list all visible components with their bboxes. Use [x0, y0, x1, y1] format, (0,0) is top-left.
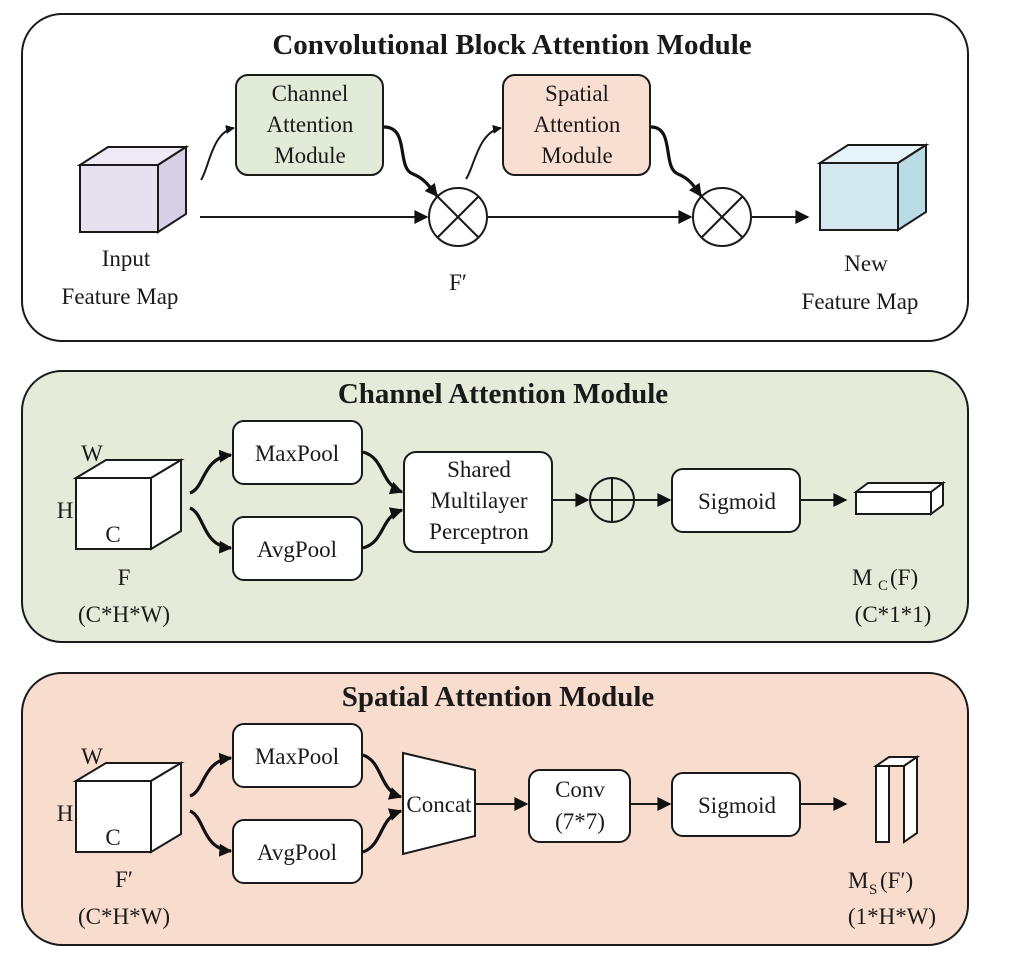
spatial-avgpool-box [232, 819, 363, 884]
shared-mlp-line1: Shared [447, 457, 511, 482]
channel-input-cube [72, 458, 185, 551]
arrow-fprime-to-spatial-attention [465, 124, 502, 180]
spatial-cube-w-label: W [81, 744, 103, 769]
input-feature-map-label-line2: Feature Map [62, 284, 179, 309]
cbam-panel: Convolutional Block Attention Module Inp… [21, 13, 969, 342]
spatial-sigmoid-box [671, 772, 801, 837]
channel-attention-box-line1: Channel [272, 81, 349, 106]
shared-mlp-line2: Multilayer [430, 488, 527, 513]
spatial-attention-panel: Spatial Attention Module W H C F′ (C*H*W… [21, 672, 969, 946]
channel-output-label-arg: (F) [890, 565, 918, 590]
arrow-channel-attention-to-multiply-1 [383, 125, 439, 198]
multiply-operator-1 [428, 187, 488, 247]
arrow-spatial-cube-to-avgpool [189, 809, 233, 857]
channel-avgpool-label: AvgPool [257, 537, 337, 562]
arrow-spatial-cube-to-maxpool [189, 752, 233, 798]
arrow-avgpool-to-mlp [362, 507, 404, 550]
channel-sigmoid-box [671, 468, 801, 533]
channel-maxpool-label: MaxPool [255, 441, 339, 466]
spatial-output-dims: (1*H*W) [848, 904, 936, 929]
spatial-input-cube [72, 761, 185, 854]
f-prime-label: F′ [449, 270, 467, 295]
conv-label-line1: Conv [555, 777, 605, 802]
shared-mlp-line3: Perceptron [429, 519, 529, 544]
spatial-output-label-sub: S [869, 882, 877, 898]
conv-7x7-box [528, 769, 631, 843]
channel-maxpool-box [232, 420, 363, 485]
new-feature-map-cube [816, 143, 930, 232]
channel-attention-map-shape [853, 481, 946, 516]
channel-attention-box-line3: Module [274, 143, 346, 168]
spatial-maxpool-box [232, 723, 363, 788]
arrow-input-to-channel-attention [200, 125, 235, 181]
channel-attention-panel: Channel Attention Module W H C F (C*H*W)… [21, 370, 969, 643]
channel-attention-module-box [235, 74, 384, 176]
spatial-cube-h-label: H [57, 801, 74, 826]
arrow-maxpool-to-concat [362, 753, 403, 800]
spatial-output-label: M S (F′) [848, 868, 913, 898]
channel-cube-w-label: W [81, 441, 103, 466]
multiply-operator-2 [692, 187, 752, 247]
spatial-cube-c-label: C [105, 825, 120, 850]
channel-panel-title: Channel Attention Module [338, 378, 668, 410]
arrow-maxpool-to-mlp [362, 450, 404, 495]
new-feature-map-label-line1: New [844, 251, 888, 276]
channel-output-label: M C (F) [852, 565, 918, 594]
shared-mlp-box [403, 451, 553, 553]
channel-input-dims: (C*H*W) [78, 602, 170, 627]
input-feature-map-cube [76, 145, 190, 234]
arrow-cube-to-avgpool [189, 506, 233, 554]
channel-output-label-main: M [852, 565, 872, 590]
input-feature-map-label-line1: Input [102, 246, 151, 271]
channel-avgpool-box [232, 516, 363, 581]
spatial-attention-map-shape [872, 755, 921, 844]
concat-block [402, 751, 476, 856]
channel-attention-box-line2: Attention [267, 112, 354, 137]
spatial-attention-module-box [502, 74, 651, 176]
new-feature-map-label-line2: Feature Map [802, 289, 919, 314]
arrow-spatial-attention-to-multiply-2 [650, 125, 703, 198]
channel-output-dims: (C*1*1) [855, 602, 932, 627]
spatial-sigmoid-label: Sigmoid [698, 793, 776, 818]
channel-output-label-sub: C [878, 578, 888, 594]
channel-cube-c-label: C [105, 522, 120, 547]
spatial-output-label-arg: (F′) [880, 868, 913, 893]
spatial-avgpool-label: AvgPool [257, 840, 337, 865]
cbam-title: Convolutional Block Attention Module [272, 29, 751, 61]
spatial-output-label-main: M [848, 868, 868, 893]
spatial-attention-box-line3: Module [541, 143, 613, 168]
channel-cube-h-label: H [57, 498, 74, 523]
spatial-panel-title: Spatial Attention Module [342, 681, 655, 713]
channel-sigmoid-label: Sigmoid [698, 489, 776, 514]
concat-label: Concat [406, 792, 472, 817]
spatial-maxpool-label: MaxPool [255, 744, 339, 769]
spatial-attention-box-line2: Attention [534, 112, 621, 137]
spatial-input-dims: (C*H*W) [78, 904, 170, 929]
add-operator [589, 477, 635, 523]
arrow-avgpool-to-concat [362, 808, 403, 854]
arrow-cube-to-maxpool [189, 449, 233, 495]
spatial-input-label: F′ [115, 867, 133, 892]
spatial-attention-box-line1: Spatial [545, 81, 609, 106]
conv-label-line2: (7*7) [555, 809, 605, 834]
channel-input-label: F [118, 565, 131, 590]
